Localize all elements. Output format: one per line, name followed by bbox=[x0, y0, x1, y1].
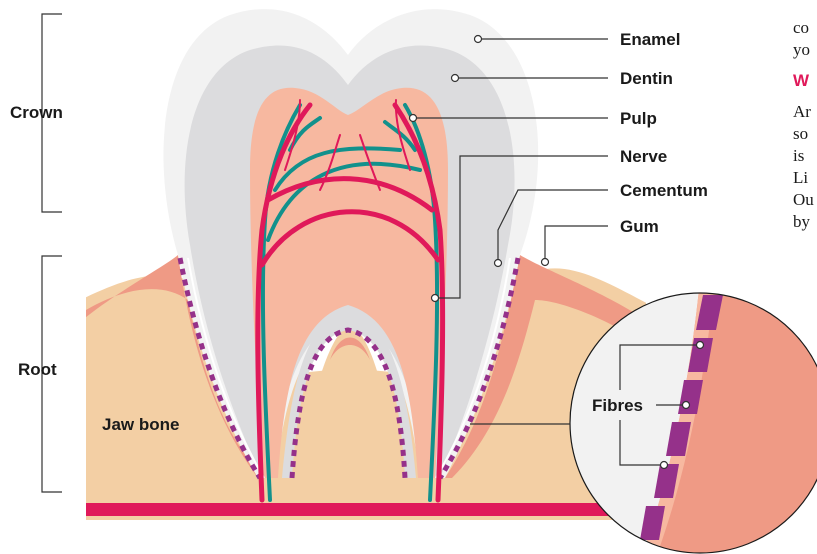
label-cementum: Cementum bbox=[620, 181, 708, 200]
label-pulp: Pulp bbox=[620, 109, 657, 128]
gum-marker bbox=[542, 259, 549, 266]
side-text-line-1: co bbox=[793, 18, 809, 38]
side-text-line-3: Ar bbox=[793, 102, 811, 122]
pulp-marker bbox=[410, 115, 417, 122]
label-nerve: Nerve bbox=[620, 147, 667, 166]
enamel-marker bbox=[475, 36, 482, 43]
side-text-line-5: is bbox=[793, 146, 804, 166]
nerve-marker bbox=[432, 295, 439, 302]
fibres-marker-1 bbox=[697, 342, 704, 349]
dentin-marker bbox=[452, 75, 459, 82]
side-text-line-6: Li bbox=[793, 168, 808, 188]
label-dentin: Dentin bbox=[620, 69, 673, 88]
cementum-marker bbox=[495, 260, 502, 267]
fibres-marker-3 bbox=[661, 462, 668, 469]
label-fibres: Fibres bbox=[592, 396, 643, 415]
label-root: Root bbox=[18, 360, 57, 379]
side-text-line-2: yo bbox=[793, 40, 810, 60]
bracket-lines bbox=[42, 14, 62, 492]
side-heading: W bbox=[793, 71, 809, 91]
label-jaw-bone: Jaw bone bbox=[102, 415, 179, 434]
side-text-line-4: so bbox=[793, 124, 808, 144]
label-crown: Crown bbox=[10, 103, 63, 122]
side-text-line-7: Ou bbox=[793, 190, 814, 210]
side-text-line-8: by bbox=[793, 212, 810, 232]
label-gum: Gum bbox=[620, 217, 659, 236]
fibres-marker-2 bbox=[683, 402, 690, 409]
nerve-base bbox=[86, 503, 646, 516]
label-enamel: Enamel bbox=[620, 30, 680, 49]
